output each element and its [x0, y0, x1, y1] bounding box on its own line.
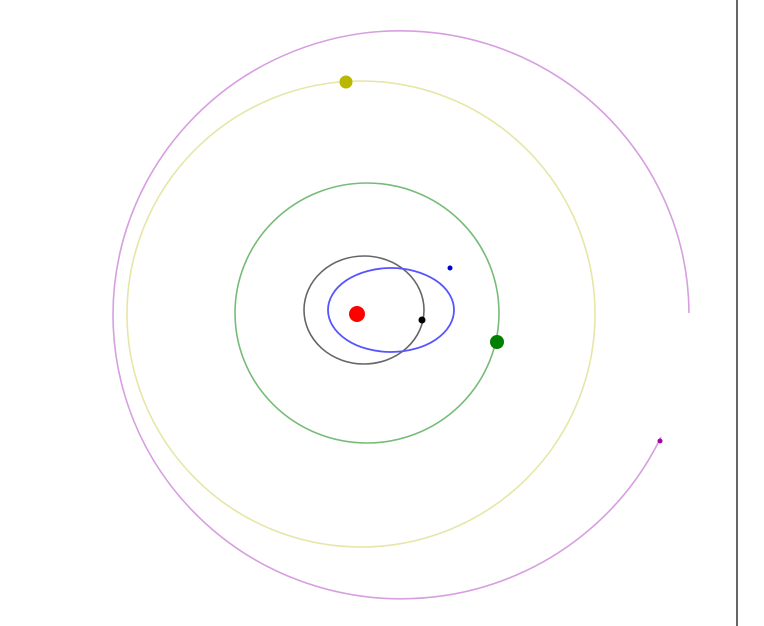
bodies	[339, 75, 663, 444]
orbit-path-green	[234, 182, 500, 444]
orbit-path-blue	[327, 267, 455, 353]
planet-yellow	[339, 75, 353, 89]
orbit-path-yellow	[126, 80, 596, 548]
planet-black	[418, 316, 426, 324]
planet-blue	[447, 265, 453, 271]
orbit-paths	[112, 30, 690, 600]
sun	[349, 306, 365, 322]
planet-purple	[657, 438, 663, 444]
planet-green	[490, 335, 504, 349]
orbit-path-black	[303, 255, 425, 365]
orbit-path-purple	[112, 30, 690, 600]
